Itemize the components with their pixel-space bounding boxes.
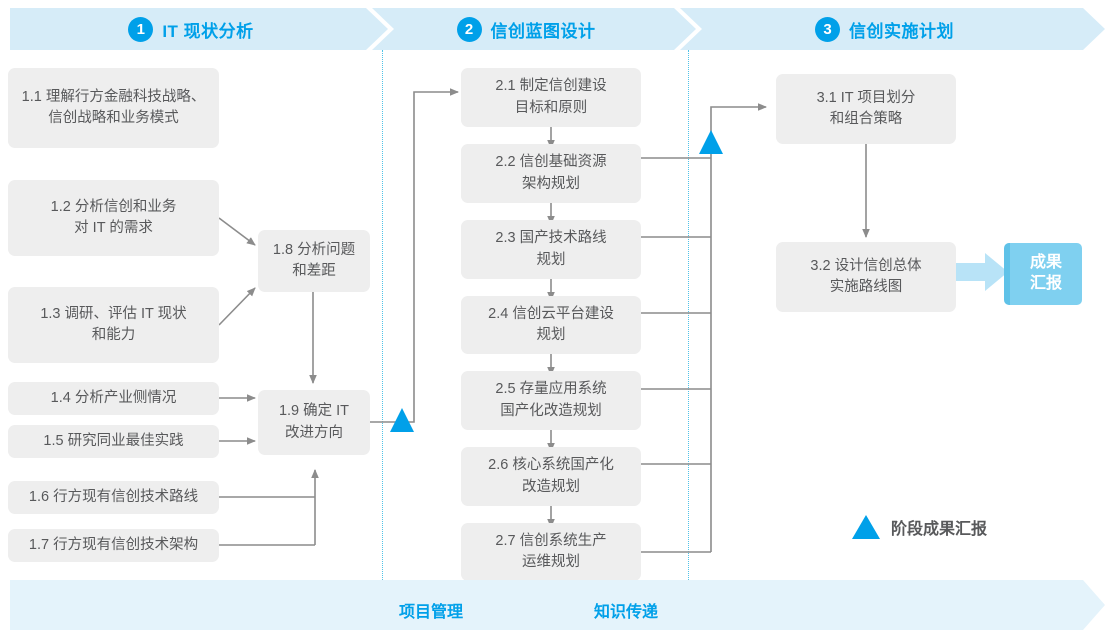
box-1-5[interactable]: 1.5 研究同业最佳实践 <box>8 425 219 458</box>
box-1-7[interactable]: 1.7 行方现有信创技术架构 <box>8 529 219 562</box>
box-2-5[interactable]: 2.5 存量应用系统 国产化改造规划 <box>461 371 641 430</box>
column-divider-1 <box>382 50 383 580</box>
phase-number-2: 2 <box>456 16 482 42</box>
column-divider-2 <box>688 50 689 580</box>
milestone-triangle-phase1 <box>390 408 414 432</box>
phase-label-2: 信创蓝图设计 <box>490 21 596 41</box>
phase-segment-2[interactable]: 2 信创蓝图设计 <box>372 8 696 50</box>
bottom-label-project-management: 项目管理 <box>399 604 464 621</box>
bottom-band <box>10 580 1105 630</box>
box-2-7[interactable]: 2.7 信创系统生产 运维规划 <box>461 523 641 581</box>
legend-label: 阶段成果汇报 <box>891 521 988 538</box>
box-2-6[interactable]: 2.6 核心系统国产化 改造规划 <box>461 447 641 506</box>
phase-label-3: 信创实施计划 <box>849 21 954 41</box>
phase-segment-1[interactable]: 1 IT 现状分析 <box>10 8 388 50</box>
box-2-3[interactable]: 2.3 国产技术路线 规划 <box>461 220 641 279</box>
triangle-up-icon <box>852 515 880 539</box>
phase-segment-3[interactable]: 3 信创实施计划 <box>680 8 1105 50</box>
box-1-8[interactable]: 1.8 分析问题 和差距 <box>258 230 370 292</box>
phase-number-1: 1 <box>128 16 154 42</box>
phase-label-1: IT 现状分析 <box>162 21 254 41</box>
phase-header-band: 1 IT 现状分析 2 信创蓝图设计 3 信创实施计划 <box>10 8 1105 50</box>
box-1-4[interactable]: 1.4 分析产业侧情况 <box>8 382 219 415</box>
legend-milestone: 阶段成果汇报 <box>852 515 987 539</box>
bottom-label-knowledge-transfer: 知识传递 <box>594 604 659 621</box>
result-report-box[interactable]: 成果 汇报 <box>1004 243 1082 305</box>
box-1-3[interactable]: 1.3 调研、评估 IT 现状 和能力 <box>8 287 219 363</box>
result-arrow-icon <box>955 253 1008 291</box>
box-1-2[interactable]: 1.2 分析信创和业务 对 IT 的需求 <box>8 180 219 256</box>
box-1-9[interactable]: 1.9 确定 IT 改进方向 <box>258 390 370 455</box>
milestone-triangle-phase2 <box>699 130 723 154</box>
box-3-1[interactable]: 3.1 IT 项目划分 和组合策略 <box>776 74 956 144</box>
box-3-2[interactable]: 3.2 设计信创总体 实施路线图 <box>776 242 956 312</box>
box-1-6[interactable]: 1.6 行方现有信创技术路线 <box>8 481 219 514</box>
box-2-1[interactable]: 2.1 制定信创建设 目标和原则 <box>461 68 641 127</box>
box-1-1[interactable]: 1.1 理解行方金融科技战略、 信创战略和业务模式 <box>8 68 219 148</box>
box-2-4[interactable]: 2.4 信创云平台建设 规划 <box>461 296 641 354</box>
box-2-2[interactable]: 2.2 信创基础资源 架构规划 <box>461 144 641 203</box>
phase-number-3: 3 <box>815 16 840 42</box>
